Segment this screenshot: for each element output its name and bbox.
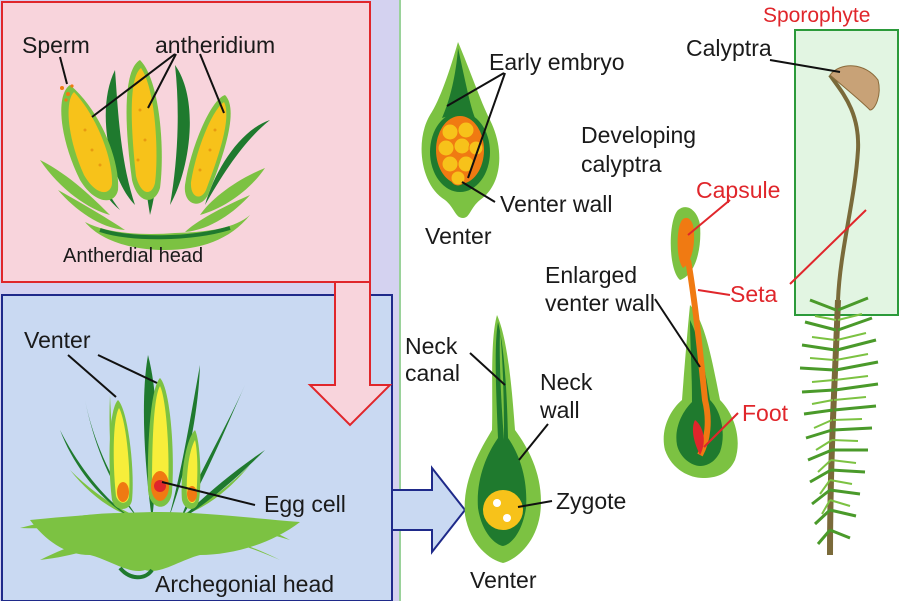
egg-cell-label: Egg cell: [264, 491, 346, 517]
antherdial-head-label: Antherdial head: [63, 245, 203, 267]
capsule-label: Capsule: [696, 177, 780, 203]
neck-canal-label-line1: Neck: [405, 333, 458, 359]
venter-top-label: Venter: [425, 223, 492, 249]
zygote-label: Zygote: [556, 488, 626, 514]
neck-canal-label-line2: canal: [405, 360, 460, 386]
seta-label: Seta: [730, 281, 778, 307]
early-embryo-label: Early embryo: [489, 49, 624, 75]
archegonial-head-label: Archegonial head: [155, 571, 334, 597]
foot-label: Foot: [742, 400, 789, 426]
developing-calyptra-label-line2: calyptra: [581, 151, 662, 177]
enlarged-venter-wall-label-line2: venter wall: [545, 290, 655, 316]
neck-wall-label-line2: wall: [539, 397, 580, 423]
developing-calyptra-label-line1: Developing: [581, 122, 696, 148]
sperm-label: Sperm: [22, 32, 90, 58]
developing-sporophyte-drawing: [664, 207, 738, 478]
blue-arrow: [392, 468, 465, 552]
antheridium-label: antheridium: [155, 32, 275, 58]
zygote-drawing: [465, 315, 541, 563]
venter-wall-label: Venter wall: [500, 191, 613, 217]
enlarged-venter-wall-label-line1: Enlarged: [545, 262, 637, 288]
early-embryo-drawing: [422, 42, 500, 218]
neck-wall-label-line1: Neck: [540, 369, 593, 395]
calyptra-label: Calyptra: [686, 35, 772, 61]
sporophyte-label: Sporophyte: [763, 4, 870, 27]
venter-archegonium-label: Venter: [24, 327, 91, 353]
venter-bottom-label: Venter: [470, 567, 537, 593]
